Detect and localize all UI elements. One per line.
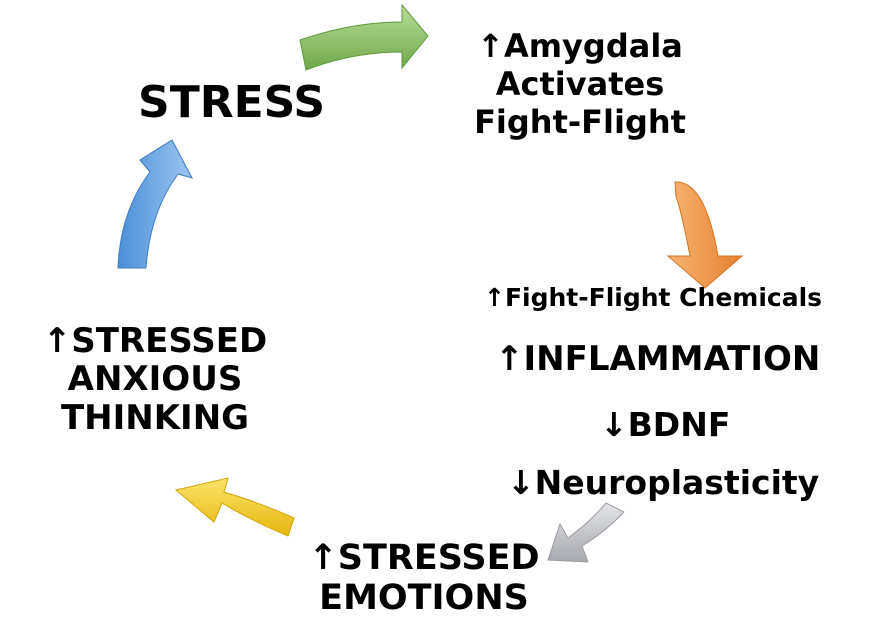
yellow-arrow	[174, 477, 295, 537]
stress-label: STRESS	[138, 77, 334, 129]
up-arrow-icon	[495, 339, 524, 379]
blue-arrow	[117, 139, 193, 269]
gray-arrow	[547, 502, 625, 563]
emotions-text: STRESSED	[337, 538, 540, 578]
inflammation-text: INFLAMMATION	[523, 339, 821, 379]
chemicals-node: Fight-Flight Chemicals	[484, 283, 870, 313]
thinking-line-3: THINKING	[60, 397, 250, 438]
stress-text: STRESS	[138, 77, 326, 128]
up-arrow-icon	[308, 538, 337, 578]
emotions-line-2: EMOTIONS	[319, 578, 529, 619]
up-arrow-icon	[484, 283, 505, 312]
emotions-line-1: STRESSED	[294, 538, 554, 578]
bdnf-node: BDNF	[600, 405, 760, 444]
amygdala-line-2: Activates	[495, 64, 665, 103]
up-arrow-icon	[43, 321, 72, 361]
thinking-line-2: ANXIOUS	[67, 359, 243, 400]
amygdala-text: Amygdala	[503, 27, 683, 65]
emotions-node: STRESSED EMOTIONS	[294, 538, 554, 619]
thinking-line-1: STRESSED	[30, 321, 280, 361]
green-arrow	[299, 3, 429, 71]
inflammation-node: INFLAMMATION	[495, 339, 855, 379]
up-arrow-icon	[477, 27, 504, 65]
thinking-text: STRESSED	[71, 321, 268, 361]
chemicals-text: Fight-Flight Chemicals	[504, 283, 823, 312]
thinking-node: STRESSED ANXIOUS THINKING	[30, 321, 280, 438]
neuroplasticity-text: Neuroplasticity	[534, 463, 820, 502]
bdnf-text: BDNF	[627, 405, 731, 444]
amygdala-node: Amygdala Activates Fight-Flight	[450, 27, 710, 141]
orange-arrow	[666, 181, 744, 289]
down-arrow-icon	[600, 405, 628, 444]
amygdala-line-3: Fight-Flight	[474, 102, 686, 141]
amygdala-line-1: Amygdala	[450, 27, 710, 66]
down-arrow-icon	[507, 463, 535, 502]
neuroplasticity-node: Neuroplasticity	[507, 463, 847, 502]
